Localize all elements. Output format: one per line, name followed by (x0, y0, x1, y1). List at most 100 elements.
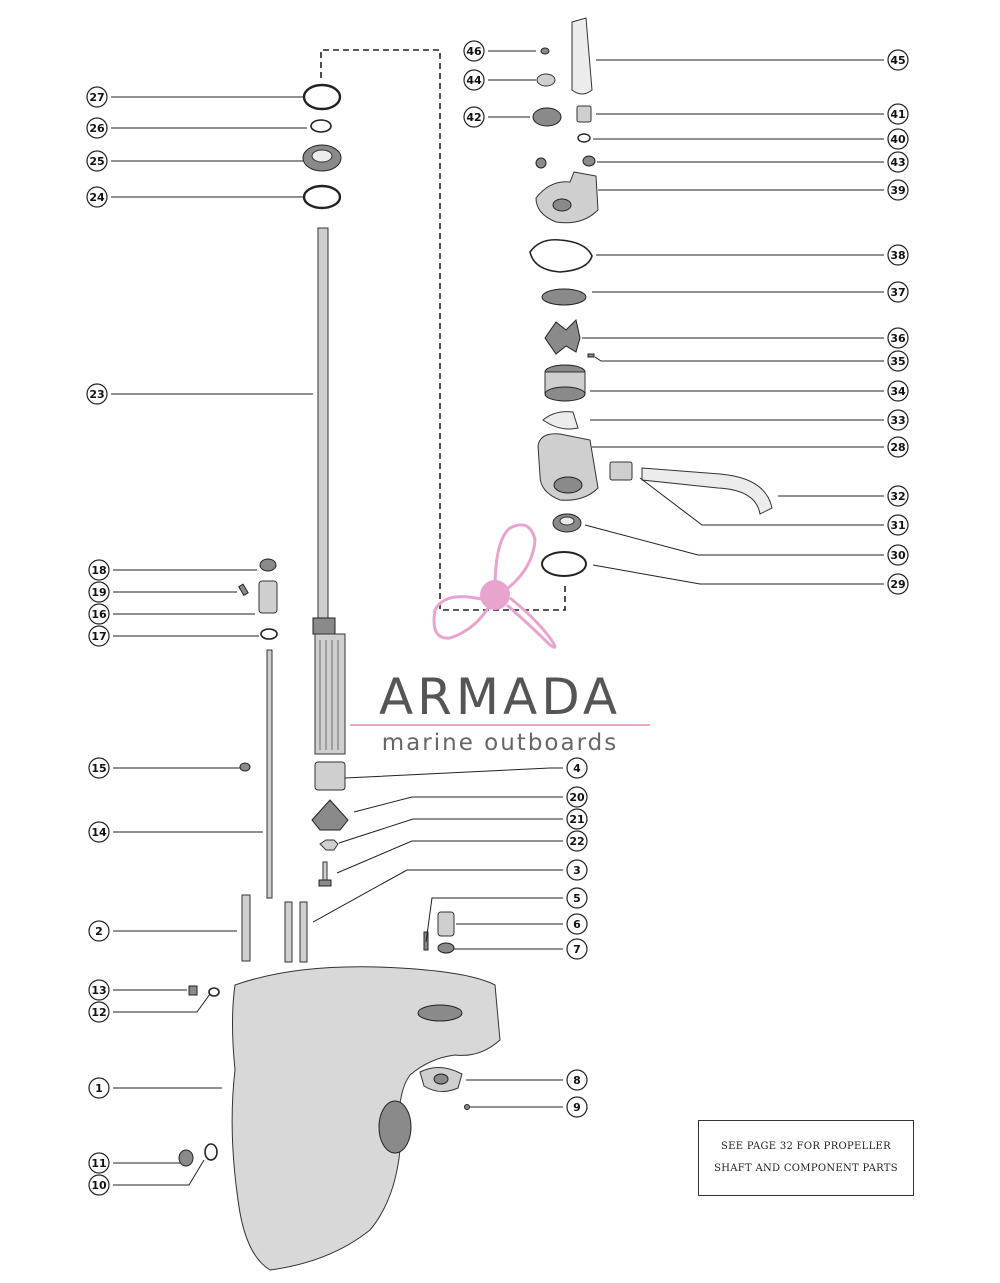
o-ring-17 (260, 628, 278, 640)
gasket-10 (204, 1143, 218, 1161)
seal-42 (532, 107, 562, 127)
washer-7 (437, 942, 455, 954)
callout-number: 33 (890, 414, 905, 427)
callout-number: 42 (466, 111, 481, 124)
bearing-30 (552, 513, 582, 533)
logo-tagline: marine outboards (381, 730, 619, 756)
callout-number: 3 (573, 864, 581, 877)
callout-number: 20 (569, 791, 585, 804)
stud-3a (284, 901, 293, 963)
grommet-46 (540, 47, 550, 55)
callout-number: 31 (890, 519, 905, 532)
callout-number: 40 (890, 133, 906, 146)
seal-ring-27 (302, 83, 342, 111)
pump-body-39 (535, 171, 599, 224)
callout-number: 30 (890, 549, 906, 562)
callout-number: 6 (573, 918, 581, 931)
callout-labels: 2726252423181916171514213121111046444245… (86, 40, 909, 1196)
callout-number: 37 (890, 286, 905, 299)
drive-shaft-23 (312, 227, 346, 755)
callout-1: 1 (88, 1077, 110, 1099)
callout-number: 23 (89, 388, 104, 401)
callout-number: 8 (573, 1074, 581, 1087)
callout-number: 21 (569, 813, 584, 826)
seal-44 (536, 73, 556, 87)
callout-18: 18 (88, 559, 110, 581)
callout-number: 10 (91, 1179, 107, 1192)
callout-31: 31 (887, 514, 909, 536)
callout-number: 26 (89, 122, 105, 135)
callout-5: 5 (566, 887, 588, 909)
logo-wordmark: ARMADA (378, 668, 622, 726)
logo-divider (350, 724, 650, 726)
leader-line-3 (312, 869, 563, 923)
callout-37: 37 (887, 281, 909, 303)
callout-10: 10 (88, 1174, 110, 1196)
callout-24: 24 (86, 186, 108, 208)
pump-base-28 (537, 433, 599, 501)
bearing-25 (302, 144, 342, 172)
callout-6: 6 (566, 913, 588, 935)
callout-15: 15 (88, 757, 110, 779)
callout-33: 33 (887, 409, 909, 431)
callout-number: 17 (91, 630, 106, 643)
bearing-4 (314, 761, 346, 791)
callout-32: 32 (887, 485, 909, 507)
nut-43-left (535, 157, 547, 169)
leader-line-5 (425, 897, 563, 943)
callout-9: 9 (566, 1096, 588, 1118)
callout-number: 5 (573, 892, 581, 905)
key-35 (587, 353, 595, 358)
callout-number: 2 (95, 925, 103, 938)
callout-19: 19 (88, 581, 110, 603)
callout-number: 34 (890, 385, 906, 398)
insert-34 (544, 364, 586, 402)
plug-11 (178, 1149, 194, 1167)
callout-8: 8 (566, 1069, 588, 1091)
callout-43: 43 (887, 151, 909, 173)
callout-38: 38 (887, 244, 909, 266)
callout-number: 15 (91, 762, 106, 775)
callout-number: 18 (91, 564, 106, 577)
callout-29: 29 (887, 573, 909, 595)
clip-15 (239, 762, 251, 772)
leader-line-21 (338, 818, 563, 844)
grommet-41 (576, 105, 592, 123)
gasket-38 (529, 238, 593, 273)
callout-number: 41 (890, 108, 905, 121)
callout-number: 29 (890, 578, 905, 591)
washer-40 (577, 133, 591, 143)
callout-42: 42 (463, 106, 485, 128)
plate-37 (541, 288, 587, 306)
callout-46: 46 (463, 40, 485, 62)
callout-number: 32 (890, 490, 905, 503)
gear-housing-1 (231, 966, 501, 1271)
callout-17: 17 (88, 625, 110, 647)
callout-number: 7 (573, 943, 581, 956)
callout-35: 35 (887, 350, 909, 372)
callout-number: 14 (91, 826, 107, 839)
leader-line-12 (113, 993, 211, 1013)
callout-22: 22 (566, 830, 588, 852)
plate-33 (542, 411, 579, 430)
housing-port (417, 1004, 463, 1022)
callout-number: 16 (91, 608, 107, 621)
callout-40: 40 (887, 128, 909, 150)
callout-30: 30 (887, 544, 909, 566)
reference-note-box: SEE PAGE 32 FOR PROPELLER SHAFT AND COMP… (698, 1120, 914, 1196)
leader-lines (111, 50, 884, 1186)
propeller-icon (432, 523, 557, 649)
screw-9 (464, 1104, 470, 1110)
bushing-6 (437, 911, 455, 937)
pinion-gear-20 (311, 799, 349, 831)
callout-2: 2 (88, 920, 110, 942)
callout-26: 26 (86, 117, 108, 139)
callout-number: 11 (91, 1157, 106, 1170)
housing-bore (378, 1100, 412, 1154)
bolt-22 (318, 861, 332, 887)
dashed-alignment-line (320, 49, 566, 611)
water-hose-32 (641, 467, 773, 515)
callout-number: 19 (91, 586, 106, 599)
callout-13: 13 (88, 979, 110, 1001)
